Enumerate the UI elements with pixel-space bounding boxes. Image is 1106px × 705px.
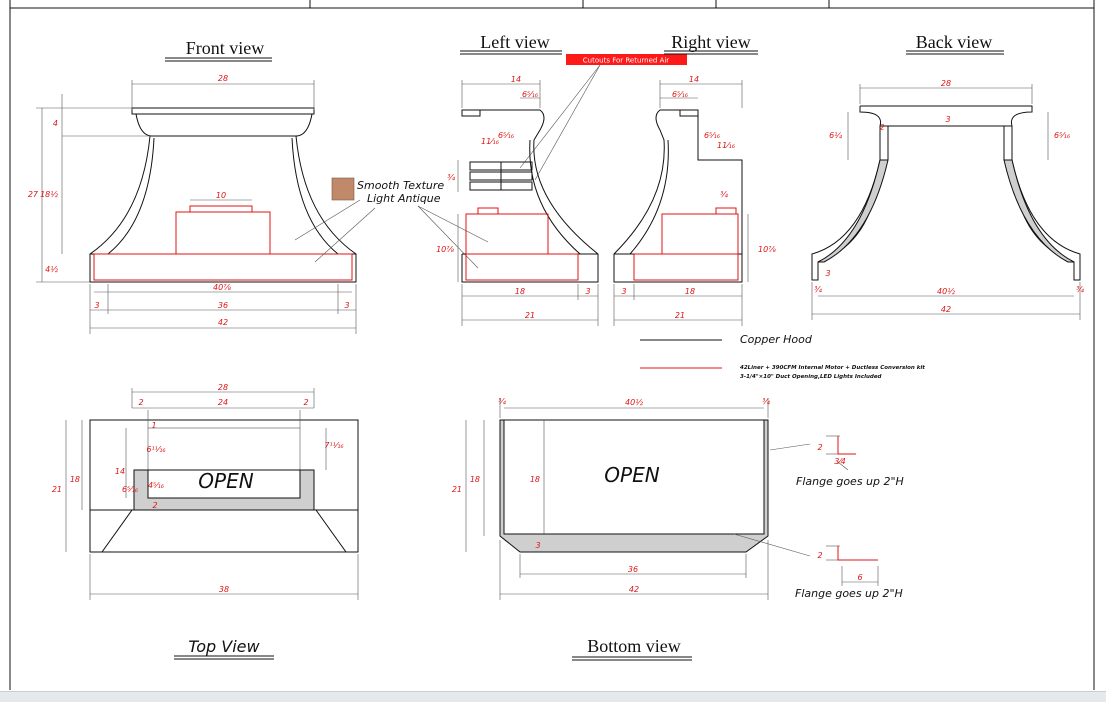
svg-text:42Liner + 390CFM Internal Moto: 42Liner + 390CFM Internal Motor + Ductle… [740, 365, 925, 371]
svg-text:40½: 40½ [625, 398, 643, 407]
svg-text:Copper Hood: Copper Hood [740, 333, 813, 346]
svg-text:6¹¹⁄₁₆: 6¹¹⁄₁₆ [146, 445, 166, 454]
svg-text:40½: 40½ [937, 287, 955, 296]
svg-text:3: 3 [535, 541, 540, 550]
svg-text:6⁵⁄₁₆: 6⁵⁄₁₆ [704, 131, 721, 140]
flange-details: 2 3⁄4 Flange goes up 2"H 2 6 Flange goes… [795, 435, 904, 600]
svg-text:6⁵⁄₁₆: 6⁵⁄₁₆ [522, 90, 539, 99]
svg-text:10: 10 [216, 191, 226, 200]
svg-text:Flange goes up 2"H: Flange goes up 2"H [795, 587, 903, 600]
svg-text:18: 18 [470, 475, 480, 484]
svg-text:3: 3 [94, 301, 99, 310]
svg-text:¾: ¾ [814, 285, 822, 294]
front-view: Front view 28 27 4 18½ 4½ 10 40⅞ 3 36 [28, 38, 376, 334]
svg-text:2: 2 [152, 501, 157, 510]
legend: Copper Hood 42Liner + 390CFM Internal Mo… [640, 333, 925, 380]
top-view: OPEN 28 2 24 2 1 6¹¹⁄₁₆ 7¹¹⁄₁₆ 14 6⁵⁄₁₆ … [52, 383, 359, 660]
svg-text:Cutouts For Returned Air: Cutouts For Returned Air [583, 57, 670, 65]
svg-text:4⁵⁄₁₆: 4⁵⁄₁₆ [148, 481, 165, 490]
right-view: Right view 14 6⁵⁄₁₆ 6⁵⁄₁₆ 11⁄₁₆ ¾ 10⅞ 3 … [613, 32, 776, 326]
svg-text:21: 21 [525, 311, 535, 320]
viewer-bottom-bar [0, 691, 1106, 702]
svg-text:3-1/4"×10" Duct Opening,LED Li: 3-1/4"×10" Duct Opening,LED Lights Inclu… [740, 374, 882, 380]
svg-text:Top View: Top View [188, 637, 260, 656]
svg-text:3: 3 [621, 287, 626, 296]
svg-text:11⁄₁₆: 11⁄₁₆ [717, 141, 736, 150]
svg-text:2: 2 [138, 398, 143, 407]
svg-text:28: 28 [218, 74, 228, 83]
svg-text:3: 3 [945, 115, 950, 124]
svg-text:6⁵⁄₁₆: 6⁵⁄₁₆ [498, 131, 515, 140]
svg-text:6: 6 [857, 573, 862, 582]
svg-text:18: 18 [515, 287, 525, 296]
svg-text:Right view: Right view [671, 32, 751, 52]
svg-text:42: 42 [629, 585, 639, 594]
svg-text:18: 18 [530, 475, 540, 484]
svg-text:3: 3 [825, 269, 830, 278]
svg-text:6⁵⁄₁₆: 6⁵⁄₁₆ [672, 90, 689, 99]
copper-swatch [331, 177, 355, 201]
svg-text:Smooth Texture: Smooth Texture [357, 179, 444, 192]
svg-text:42: 42 [218, 318, 228, 327]
svg-text:¾: ¾ [762, 397, 770, 406]
svg-text:3: 3 [585, 287, 590, 296]
svg-text:7¹¹⁄₁₆: 7¹¹⁄₁₆ [324, 441, 344, 450]
svg-text:Flange goes up 2"H: Flange goes up 2"H [796, 475, 904, 488]
svg-text:Bottom view: Bottom view [587, 636, 681, 656]
svg-text:6⁵⁄₁₆: 6⁵⁄₁₆ [1054, 131, 1071, 140]
svg-text:14: 14 [511, 75, 521, 84]
svg-text:¾: ¾ [447, 173, 455, 182]
svg-text:38: 38 [219, 585, 229, 594]
svg-text:21: 21 [452, 485, 462, 494]
left-view: Left view 14 6⁵⁄₁₆ 11⁄₁₆ 6⁵⁄₁₆ ¾ 10⅞ 18 … [436, 32, 599, 326]
svg-text:Back view: Back view [916, 32, 992, 52]
svg-text:24: 24 [218, 398, 228, 407]
svg-text:OPEN: OPEN [198, 469, 253, 493]
svg-text:4: 4 [53, 119, 58, 128]
cutouts-callout: Cutouts For Returned Air [519, 54, 687, 181]
bottom-view: OPEN ¾ ¾ 40½ 21 18 18 3 36 42 Bottom vie… [452, 397, 811, 661]
svg-text:36: 36 [218, 301, 228, 310]
back-view: Back view 28 3 2 6¼ 6⁵⁄₁₆ 3 ¾ ¾ 40½ 42 [811, 32, 1084, 320]
svg-text:2: 2 [303, 398, 308, 407]
svg-text:¾: ¾ [498, 397, 506, 406]
svg-text:11⁄₁₆: 11⁄₁₆ [481, 137, 500, 146]
svg-text:¾: ¾ [720, 190, 728, 199]
svg-text:Left view: Left view [480, 32, 549, 52]
svg-text:28: 28 [218, 383, 228, 392]
svg-text:36: 36 [628, 565, 638, 574]
svg-text:21: 21 [675, 311, 685, 320]
svg-text:14: 14 [115, 467, 125, 476]
svg-text:14: 14 [689, 75, 699, 84]
svg-text:28: 28 [941, 79, 951, 88]
svg-text:6¼: 6¼ [829, 131, 842, 140]
svg-text:3: 3 [344, 301, 349, 310]
svg-text:18½: 18½ [40, 190, 58, 199]
svg-text:10⅞: 10⅞ [758, 245, 776, 254]
svg-text:21: 21 [52, 485, 62, 494]
svg-text:2: 2 [817, 551, 822, 560]
texture-callout: Smooth Texture Light Antique [331, 177, 489, 269]
svg-text:2: 2 [879, 123, 884, 132]
svg-text:OPEN: OPEN [604, 463, 659, 487]
svg-text:4½: 4½ [45, 265, 58, 274]
svg-text:Light Antique: Light Antique [367, 192, 441, 205]
front-view-title: Front view [186, 38, 265, 58]
svg-text:2: 2 [817, 443, 822, 452]
svg-text:18: 18 [685, 287, 695, 296]
svg-text:18: 18 [70, 475, 80, 484]
svg-text:1: 1 [151, 421, 156, 430]
svg-text:3⁄4: 3⁄4 [834, 457, 846, 466]
svg-text:27: 27 [28, 190, 39, 199]
svg-text:42: 42 [941, 305, 951, 314]
svg-text:40⅞: 40⅞ [213, 283, 231, 292]
svg-text:6⁵⁄₁₆: 6⁵⁄₁₆ [122, 485, 139, 494]
sheet-frame [9, 0, 1095, 690]
svg-text:10⅞: 10⅞ [436, 245, 454, 254]
